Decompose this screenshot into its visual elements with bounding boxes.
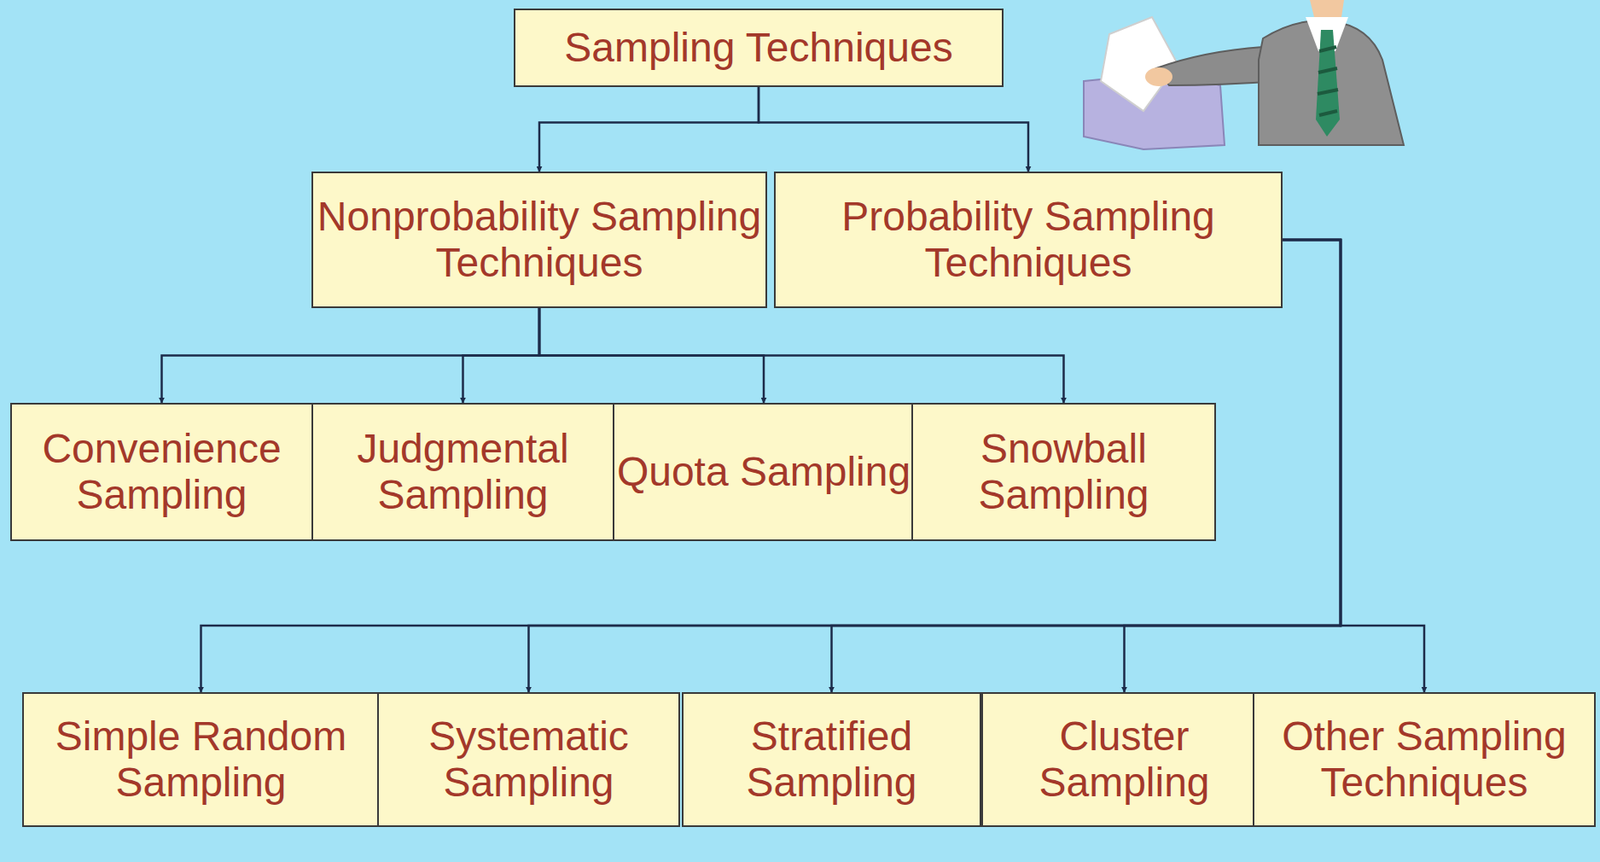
tree-connector [758, 87, 1029, 172]
sampling-box: Sampling Techniques [513, 8, 1004, 88]
box-label: Systematic Sampling [378, 713, 679, 806]
presenter-illustration [1075, 0, 1434, 154]
sampling-box: Simple Random Sampling [22, 692, 380, 827]
box-label: Stratified Sampling [683, 713, 980, 806]
box-label: Snowball Sampling [913, 425, 1215, 518]
sampling-box: Judgmental Sampling [311, 402, 615, 542]
box-label: Simple Random Sampling [23, 713, 379, 806]
box-label: Cluster Sampling [983, 713, 1266, 806]
sampling-box: Nonprobability Sampling Techniques [311, 171, 768, 309]
suit-body [1258, 20, 1404, 146]
sampling-box: Cluster Sampling [981, 692, 1268, 827]
tree-connector [539, 308, 1065, 403]
box-label: Judgmental Sampling [313, 425, 613, 518]
sampling-box: Other Sampling Techniques [1252, 692, 1596, 827]
sampling-box: Snowball Sampling [911, 402, 1216, 542]
box-label: Sampling Techniques [564, 24, 953, 71]
sampling-box: Stratified Sampling [681, 692, 982, 827]
tree-connector [463, 308, 541, 403]
tree-connector [162, 308, 541, 403]
box-label: Other Sampling Techniques [1254, 713, 1595, 806]
sampling-box: Systematic Sampling [377, 692, 681, 827]
box-label: Nonprobability Sampling Techniques [313, 193, 766, 286]
box-label: Convenience Sampling [11, 425, 312, 518]
sampling-box: Probability Sampling Techniques [773, 171, 1283, 309]
sampling-box: Quota Sampling [612, 402, 915, 542]
hand [1145, 67, 1173, 87]
box-label: Quota Sampling [616, 448, 911, 495]
tie-stripes [1317, 46, 1339, 116]
neck [1309, 0, 1344, 18]
sampling-box: Convenience Sampling [10, 402, 314, 542]
tree-connector [539, 87, 759, 172]
tie [1315, 29, 1340, 137]
box-label: Probability Sampling Techniques [775, 193, 1281, 286]
tree-connector [1282, 239, 1425, 693]
